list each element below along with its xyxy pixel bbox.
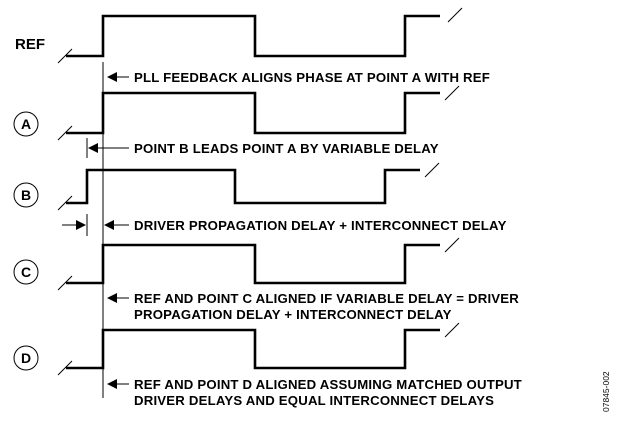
ref-break-mark-end	[447, 7, 463, 23]
annotation-point-b-leads: POINT B LEADS POINT A BY VARIABLE DELAY	[134, 141, 439, 156]
c-break-mark-start	[57, 275, 73, 291]
signal-marker-c	[13, 259, 39, 285]
a-break-mark-start	[57, 125, 73, 141]
annotation-pll-feedback: PLL FEEDBACK ALIGNS PHASE AT POINT A WIT…	[134, 70, 490, 85]
signal-marker-b	[13, 182, 39, 208]
signal-marker-d	[13, 345, 39, 371]
driver-delay-arrow-right	[76, 220, 86, 230]
signal-marker-a	[13, 111, 39, 137]
ref-break-mark-start	[57, 48, 73, 64]
d-break-mark-end	[444, 322, 460, 338]
signal-label-a: A	[21, 116, 31, 132]
annotation-driver-delay: DRIVER PROPAGATION DELAY + INTERCONNECT …	[134, 218, 507, 233]
a-waveform	[66, 91, 440, 135]
annotation-ref-d-aligned-line1: REF AND POINT D ALIGNED ASSUMING MATCHED…	[134, 377, 522, 392]
annotation-ref-c-aligned-line1: REF AND POINT C ALIGNED IF VARIABLE DELA…	[134, 291, 519, 306]
point-b-leads-arrow	[88, 143, 98, 153]
b-waveform	[66, 168, 420, 205]
signal-label-b: B	[21, 187, 31, 203]
pll-feedback-arrow	[107, 72, 117, 82]
figure-number: 07845-002	[601, 371, 611, 412]
signal-label-d: D	[21, 350, 31, 366]
signal-label-ref: REF	[15, 36, 45, 53]
ref-c-aligned-arrow	[107, 293, 117, 303]
d-waveform	[66, 328, 440, 370]
annotation-ref-c-aligned-line2: PROPAGATION DELAY + INTERCONNECT DELAY	[134, 307, 452, 322]
d-break-mark-start	[57, 360, 73, 376]
ref-d-aligned-arrow	[107, 379, 117, 389]
signal-label-c: C	[21, 264, 31, 280]
c-break-mark-end	[444, 237, 460, 253]
annotation-ref-d-aligned-line2: DRIVER DELAYS AND EQUAL INTERCONNECT DEL…	[134, 393, 494, 408]
c-waveform	[66, 243, 440, 285]
driver-delay-arrow-left	[104, 220, 114, 230]
b-break-mark-start	[57, 195, 73, 211]
ref-waveform	[66, 14, 440, 58]
a-break-mark-end	[444, 85, 460, 101]
b-break-mark-end	[424, 162, 440, 178]
